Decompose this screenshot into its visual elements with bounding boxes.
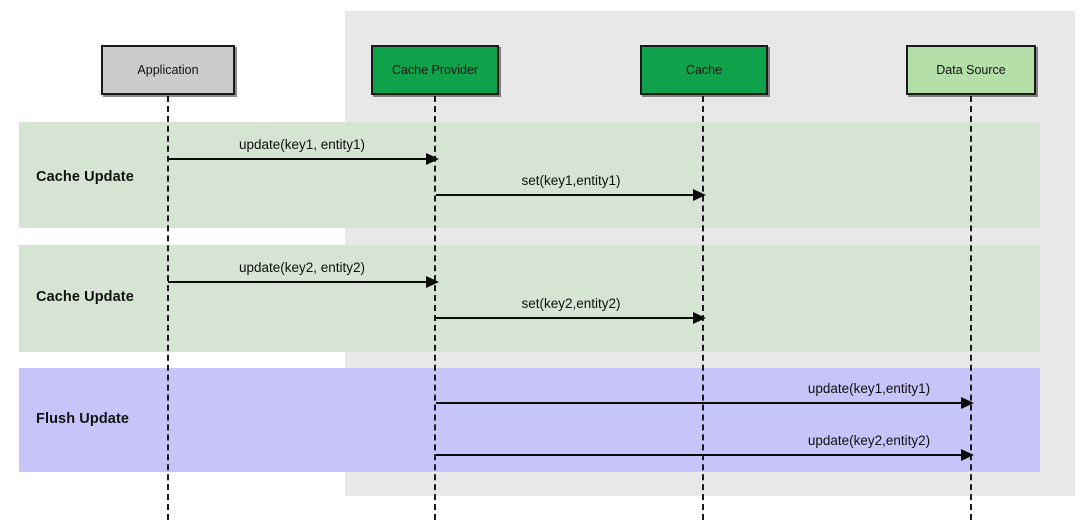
message-label-3: update(key2, entity2) <box>238 260 366 275</box>
message-arrowhead-1 <box>426 153 439 165</box>
message-label-6: update(key2,entity2) <box>807 433 931 448</box>
actor-box-cache[interactable]: Cache <box>640 45 768 95</box>
lifeline-cache-provider <box>434 96 436 520</box>
message-label-1: update(key1, entity1) <box>238 137 366 152</box>
actor-box-application[interactable]: Application <box>101 45 235 95</box>
lifeline-application <box>167 96 169 520</box>
message-arrowhead-6 <box>961 449 974 461</box>
message-line-5 <box>436 402 962 404</box>
actor-label-application: Application <box>137 63 199 77</box>
actor-label-cache: Cache <box>685 63 723 77</box>
message-arrowhead-5 <box>961 397 974 409</box>
message-line-2 <box>436 194 694 196</box>
message-label-2: set(key1,entity1) <box>521 173 621 188</box>
actor-label-cache-provider: Cache Provider <box>391 63 479 77</box>
message-arrowhead-3 <box>426 276 439 288</box>
band-cache-update-2 <box>19 245 1040 352</box>
actor-label-data-source: Data Source <box>936 63 1006 77</box>
message-line-3 <box>168 281 428 283</box>
message-arrowhead-2 <box>693 189 706 201</box>
band-label-cache-update-2: Cache Update <box>36 289 134 305</box>
lifeline-cache <box>702 96 704 520</box>
message-label-5: update(key1,entity1) <box>807 381 931 396</box>
lifeline-data-source <box>970 96 972 520</box>
band-label-cache-update-1: Cache Update <box>36 169 134 185</box>
message-line-1 <box>168 158 428 160</box>
band-label-flush-update: Flush Update <box>36 411 130 427</box>
message-line-6 <box>436 454 962 456</box>
message-line-4 <box>436 317 694 319</box>
message-label-4: set(key2,entity2) <box>521 296 621 311</box>
actor-box-data-source[interactable]: Data Source <box>906 45 1036 95</box>
message-arrowhead-4 <box>693 312 706 324</box>
actor-box-cache-provider[interactable]: Cache Provider <box>371 45 499 95</box>
band-cache-update-1 <box>19 122 1040 228</box>
